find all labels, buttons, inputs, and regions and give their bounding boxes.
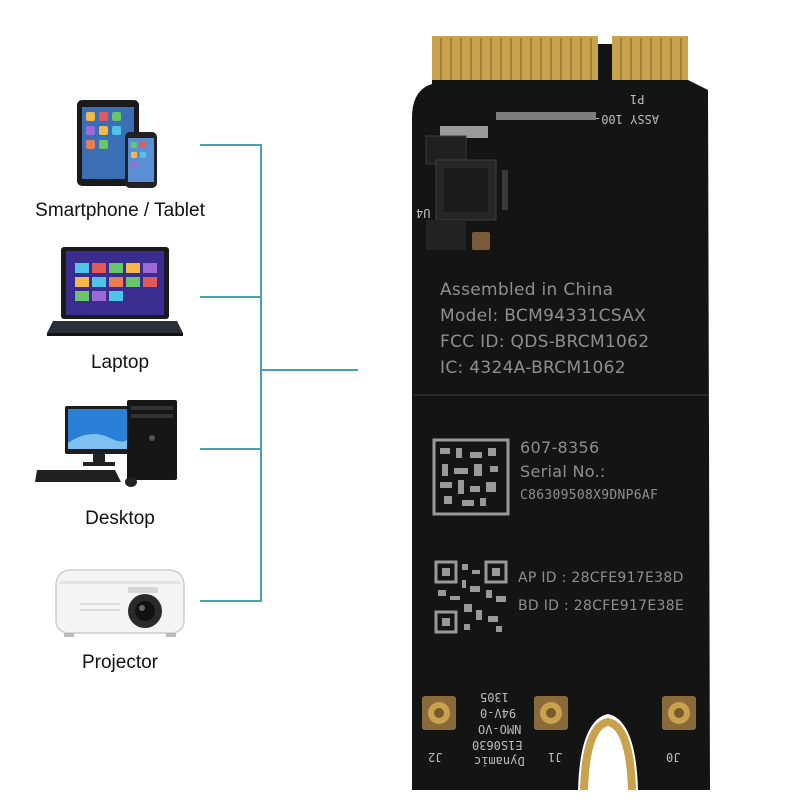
card-part-number: 607-8356: [520, 438, 600, 457]
silk-e1s: E1S0630: [472, 738, 523, 752]
device-label-desktop: Desktop: [85, 508, 155, 529]
card-bd-id: BD ID : 28CFE917E38E: [518, 598, 685, 614]
card-model: Model: BCM94331CSAX: [440, 306, 647, 326]
card-assembled: Assembled in China: [440, 280, 614, 300]
silk-94v: 94V-0: [480, 706, 517, 720]
silk-j2: J2: [428, 750, 443, 764]
wifi-card: ASSY 100- P1 U4 1305 94V-0 NMO-VO E1S063…: [408, 20, 730, 790]
silk-j1: J1: [548, 750, 563, 764]
silk-j0: J0: [666, 750, 681, 764]
silk-u4: U4: [416, 206, 431, 220]
silk-assy: ASSY 100-: [594, 112, 660, 126]
silk-1305: 1305: [480, 690, 509, 704]
silk-dynamic: Dynamic: [474, 754, 525, 768]
device-label-projector: Projector: [81, 652, 159, 673]
card-serial: C86309508X9DNP6AF: [520, 488, 659, 503]
silk-nmo: NMO-VO: [478, 722, 522, 736]
card-fcc-id: FCC ID: QDS-BRCM1062: [440, 332, 650, 352]
smartphone-tablet-icon: [77, 100, 157, 188]
card-ic: IC: 4324A-BRCM1062: [440, 358, 626, 378]
projector-icon: [55, 569, 185, 637]
card-serial-label: Serial No.:: [520, 462, 606, 481]
silk-p1: P1: [630, 92, 645, 106]
desktop-computer-icon: [35, 400, 177, 487]
laptop-icon: [47, 247, 183, 336]
card-ap-id: AP ID : 28CFE917E38D: [518, 570, 684, 586]
wifi-card-board: [412, 36, 710, 790]
device-label-smartphone: Smartphone / Tablet: [35, 200, 205, 221]
device-label-laptop: Laptop: [90, 352, 150, 373]
